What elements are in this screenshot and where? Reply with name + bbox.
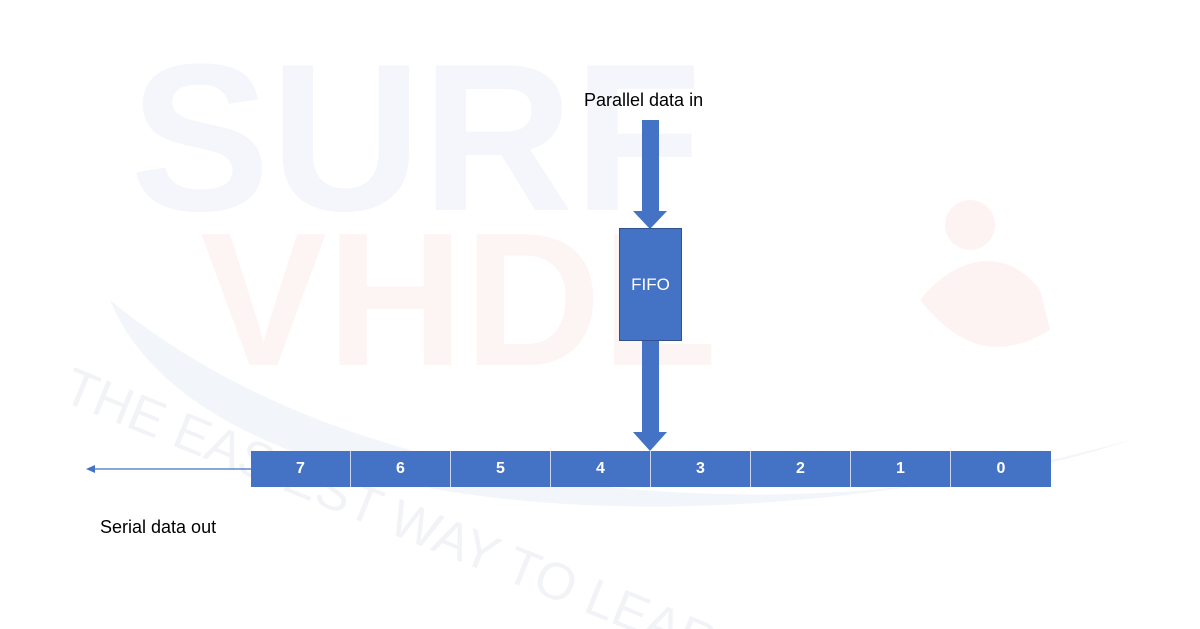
register-bit-4: 4 [551,451,651,487]
fifo-output-arrow-shaft [642,341,659,433]
register-bit-6: 6 [351,451,451,487]
shift-register: 7 6 5 4 3 2 1 0 [251,451,1051,487]
fifo-output-arrow-head-icon [633,432,667,451]
fifo-block: FIFO [619,228,682,341]
register-bit-3: 3 [651,451,751,487]
register-bit-1: 1 [851,451,951,487]
serial-data-out-label: Serial data out [100,517,217,537]
register-bit-5: 5 [451,451,551,487]
watermark-surf: SURF [130,20,702,255]
input-arrow-shaft [642,120,659,212]
watermark-tagline: THE EASIEST WAY TO LEARN VHDL [56,357,902,629]
register-bit-0: 0 [951,451,1051,487]
register-bit-2: 2 [751,451,851,487]
parallel-data-in-label: Parallel data in [584,90,704,110]
input-arrow-head-icon [633,211,667,229]
fifo-label: FIFO [631,274,670,294]
serial-out-arrow-icon [86,465,252,473]
register-bit-7: 7 [251,451,351,487]
